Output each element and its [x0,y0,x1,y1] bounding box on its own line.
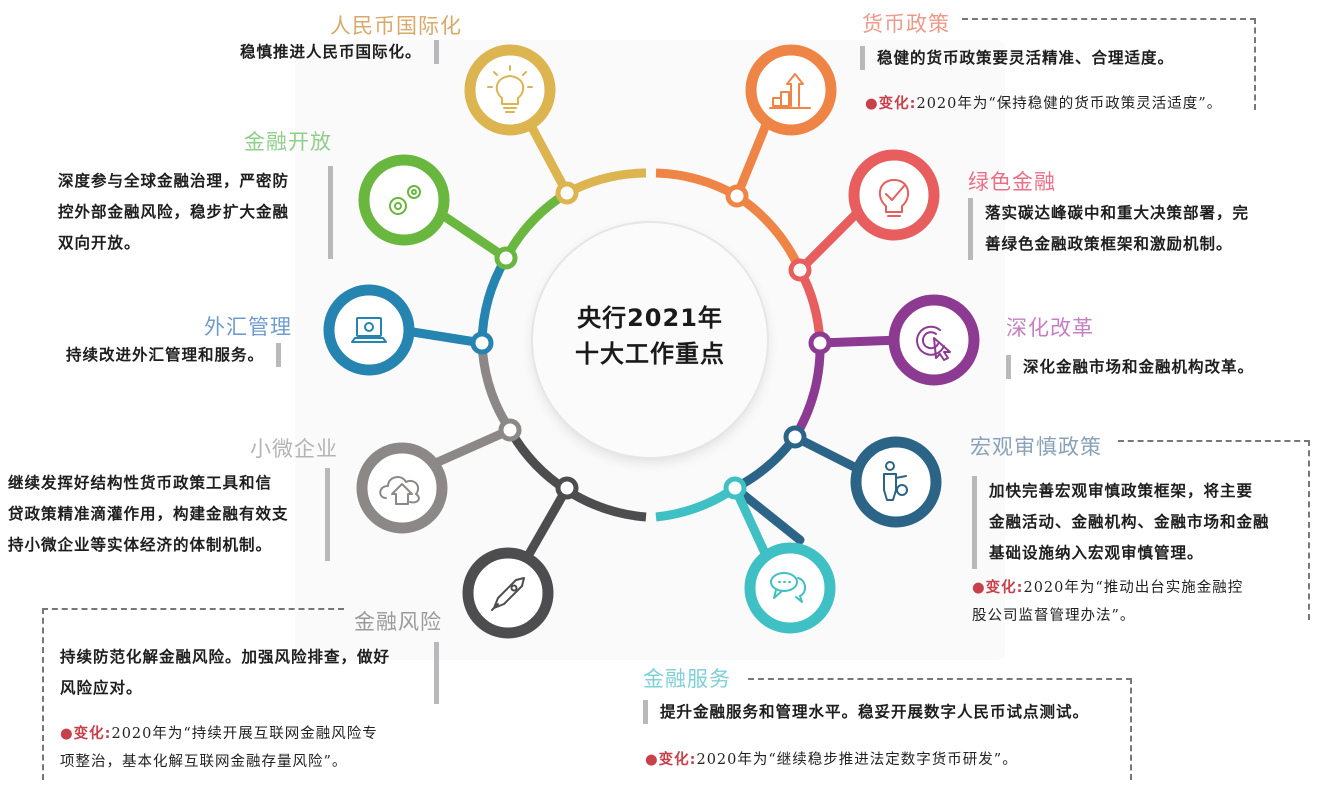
bar-chart-arrow-icon [769,73,811,109]
desc-line: 提升金融服务和管理水平。稳妥开展数字人民币试点测试。 [660,703,1090,721]
topic-circle-sme [356,442,448,534]
change-label: 变化 [985,580,1017,596]
topic-desc-green: 落实碳达峰碳中和重大决策部署，完 善绿色金融政策框架和激励机制。 [968,198,1249,260]
change-note-macro: ●变化:2020年为“推动出台实施金融控 股公司监督管理办法”。 [972,574,1243,630]
topic-desc-service: 提升金融服务和管理水平。稳妥开展数字人民币试点测试。 [643,700,1089,724]
topic-title-green: 绿色金融 [968,170,1056,194]
desc-line: 金融活动、金融机构、金融市场和金融 [989,513,1270,531]
change-box-risk [42,608,344,780]
junction-node [723,476,747,500]
desc-line: 贷政策精准滴灌作用，构建金融有效支 [8,505,289,523]
topic-circle-risk [462,547,554,639]
desc-line: 基础设施纳入宏观审慎管理。 [989,544,1204,562]
topic-desc-risk: 持续防范化解金融风险。加强风险排查，做好 风险应对。 [60,642,439,704]
desc-line: 双向开放。 [58,234,141,252]
change-bullet-icon: ● [865,96,879,112]
change-box-macro [1118,440,1310,620]
laptop-gear-icon [351,317,387,343]
change-note-monetary: ●变化:2020年为“保持稳健的货币政策灵活适度”。 [865,96,1223,112]
junction-node [725,184,749,208]
topic-title-rmb: 人民币国际化 [330,14,462,38]
rocket-icon [491,577,525,611]
desc-line: 加快完善宏观审慎政策框架，将主要 [989,482,1254,500]
topic-circle-service [744,542,836,634]
desc-line: 持续防范化解金融风险。加强风险排查，做好 [60,648,391,666]
change-bullet-icon: ● [60,726,74,742]
topic-desc-opening: 深度参与全球金融治理，严密防 控外部金融风险，稳步扩大金融 双向开放。 [58,166,333,259]
center-disc [531,221,769,459]
center-title-line1: 央行2021年 [577,304,723,332]
desc-line: 风险应对。 [60,679,143,697]
topic-title-fx: 外汇管理 [204,315,292,339]
center-title-line2: 十大工作重点 [575,340,725,368]
change-text: 2020年为“推动出台实施金融控 [1023,580,1244,596]
desc-line: 善绿色金融政策框架和激励机制。 [985,235,1233,253]
change-text: 股公司监督管理办法”。 [972,608,1136,624]
ring-segment-sme [477,342,514,433]
change-label: 变化 [73,726,105,742]
unused [730,483,805,545]
change-text: 2020年为“持续开展互联网金融风险专 [111,726,378,742]
topic-title-macro: 宏观审慎政策 [970,435,1102,459]
topic-title-risk: 金融风险 [354,610,442,634]
change-bullet-icon: ● [645,752,659,768]
ring-segment-monetary [655,168,740,200]
topic-title-monetary: 货币政策 [862,8,954,38]
change-label: 变化 [878,96,910,112]
topic-title-reform: 深化改革 [1006,316,1094,340]
desc-line: 落实碳达峰碳中和重大决策部署，完 [985,204,1250,222]
change-box-service [748,678,1132,780]
desc-line: 控外部金融风险，稳步扩大金融 [58,203,290,221]
change-note-service: ●变化:2020年为“继续稳步推进法定数字货币研发”。 [645,752,1018,768]
target-cursor-icon [916,325,951,361]
desc-line: 继续发挥好结构性货币政策工具和信 [8,474,273,492]
desc-line: 深度参与全球金融治理，严密防 [58,172,290,190]
junction-node [783,425,807,449]
desc-line: 稳慎推进人民币国际化。 [240,43,422,61]
change-text: 2020年为“继续稳步推进法定数字货币研发”。 [696,752,1018,768]
desc-line: 持小微企业等实体经济的体制机制。 [8,536,273,554]
topic-title-sme: 小微企业 [250,437,338,461]
change-bullet-icon: ● [972,580,986,596]
gears-icon [389,185,421,215]
junction-node [498,418,522,442]
desc-line: 稳健的货币政策要灵活精准、合理适度。 [877,49,1175,67]
lightbulb-check-icon [878,179,910,217]
person-gear-icon [883,461,908,501]
junction-node [470,331,494,355]
ring-segment-fx [477,255,510,344]
topic-desc-monetary: 稳健的货币政策要灵活精准、合理适度。 [860,46,1174,70]
topic-circle-rmb [464,44,556,136]
junction-node [494,246,518,270]
topic-circle-green [848,149,940,241]
topic-desc-reform: 深化金融市场和金融机构改革。 [1006,355,1254,379]
cloud-upload-icon [379,476,420,505]
desc-line: 持续改进外汇管理和服务。 [66,346,265,364]
topic-desc-rmb: 稳慎推进人民币国际化。 [240,40,439,64]
center-title: 央行2021年 十大工作重点 [540,300,760,372]
topic-title-service: 金融服务 [643,667,731,691]
ring-segment-opening [502,189,570,261]
junction-node [808,331,832,355]
chat-bubbles-icon [770,572,806,603]
topic-desc-fx: 持续改进外汇管理和服务。 [66,343,282,367]
lightbulb-icon [487,65,533,113]
ring-segment-service [655,484,738,522]
topic-title-opening: 金融开放 [244,130,332,154]
change-note-risk: ●变化:2020年为“持续开展互联网金融风险专 项整治，基本化解互联网金融存量风… [60,720,378,776]
junction-node [555,181,579,205]
desc-line: 深化金融市场和金融机构改革。 [1023,358,1255,376]
topic-desc-sme: 继续发挥好结构性货币政策工具和信 贷政策精准滴灌作用，构建金融有效支 持小微企业… [8,468,330,561]
junction-node [788,258,812,282]
change-label: 变化 [658,752,690,768]
ring-segment-reform [791,342,825,440]
topic-desc-macro: 加快完善宏观审慎政策框架，将主要 金融活动、金融机构、金融市场和金融 基础设施纳… [972,476,1270,569]
change-text: 项整治，基本化解互联网金融存量风险”。 [60,754,348,770]
junction-node [555,476,579,500]
ring-segment-macro [732,434,799,493]
change-text: 2020年为“保持稳健的货币政策灵活适度”。 [916,96,1223,112]
ring-segment-rmb [564,168,647,197]
change-box-monetary [962,18,1256,110]
